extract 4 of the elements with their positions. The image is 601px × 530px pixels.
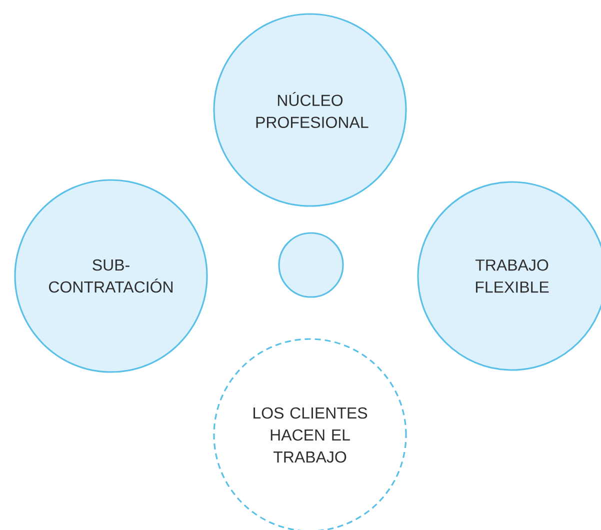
circle-node: NÚCLEO PROFESIONAL xyxy=(213,13,407,207)
circle-node: SUB- CONTRATACIÓN xyxy=(14,179,208,373)
circle-node: TRABAJO FLEXIBLE xyxy=(417,181,601,371)
small-circle xyxy=(278,232,344,298)
